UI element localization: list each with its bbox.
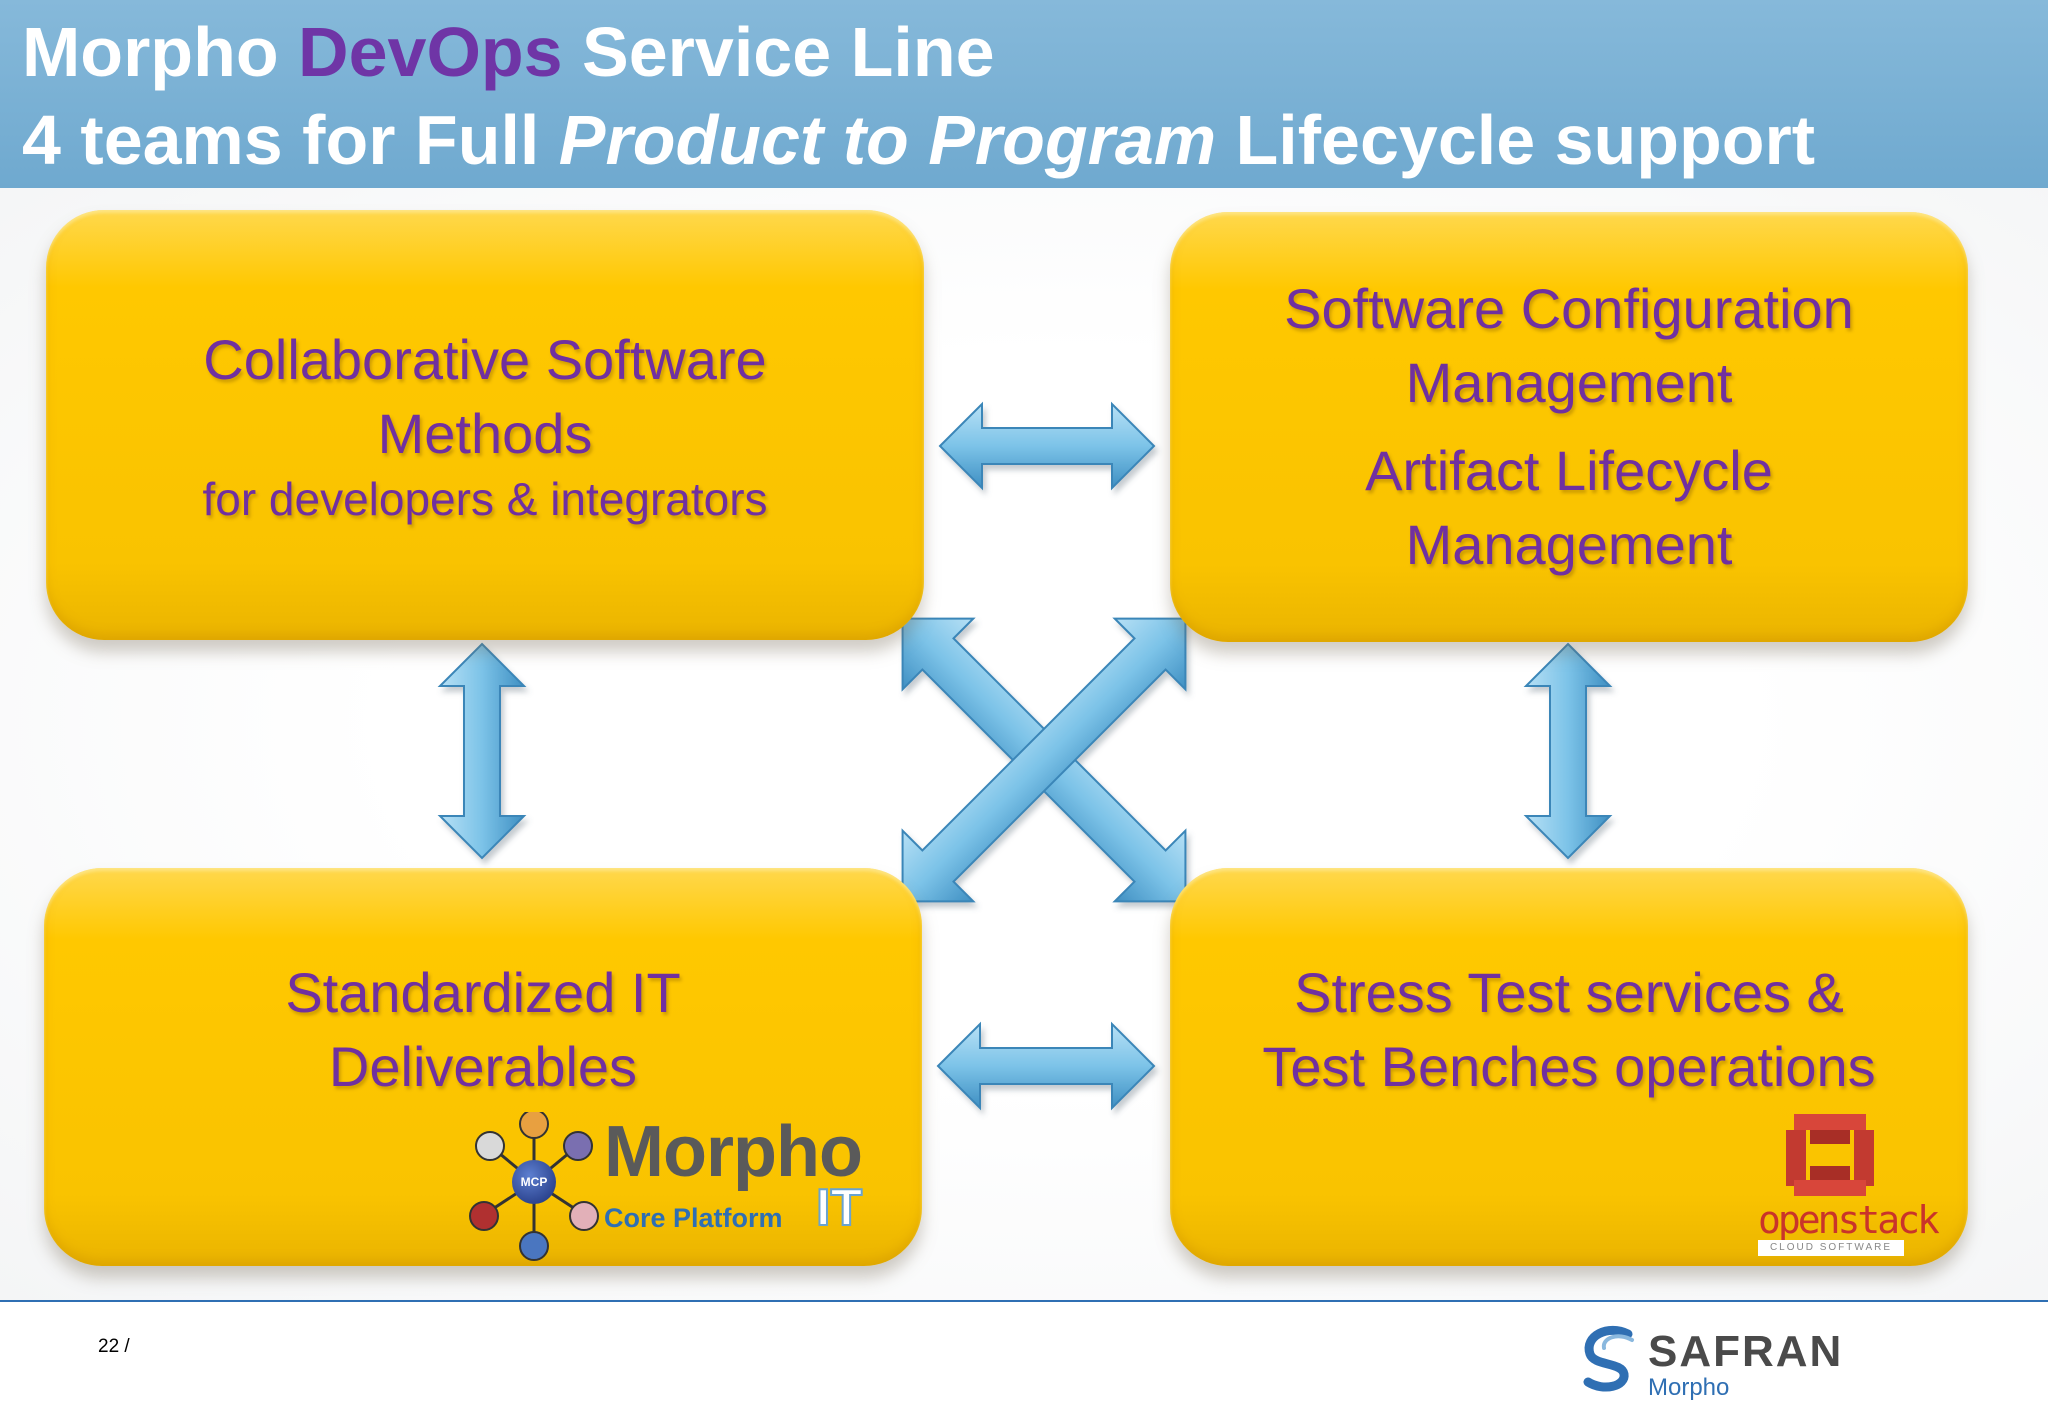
box-standardized-it: Standardized IT Deliverables — [44, 868, 922, 1266]
title-text-part1: Morpho — [22, 13, 299, 91]
box-title-line: Stress Test services & — [1294, 961, 1844, 1024]
safran-wordmark: SAFRAN — [1648, 1327, 1844, 1376]
slide-subtitle: 4 teams for Full Product to Program Life… — [22, 100, 1815, 180]
openstack-logo: openstack CLOUD SOFTWARE — [1750, 1108, 1940, 1258]
box-title-line: Deliverables — [328, 1035, 638, 1098]
openstack-icon — [1786, 1114, 1874, 1196]
box-title-line: Software Configuration — [1284, 277, 1854, 340]
safran-swoosh-icon — [1583, 1325, 1634, 1392]
arrow-bottom-horizontal — [936, 1021, 1156, 1111]
box-title-line: Artifact Lifecycle — [1365, 439, 1773, 502]
box-configuration-management: Software Configuration Management Artifa… — [1170, 212, 1968, 642]
box-title-line: Standardized IT — [285, 961, 681, 1024]
mcp-network-icon — [469, 1112, 599, 1261]
arrow-right-vertical — [1523, 642, 1613, 860]
safran-morpho-logo: SAFRAN Morpho — [1578, 1318, 1878, 1408]
core-platform-label: Core Platform — [604, 1203, 783, 1233]
arrow-top-horizontal — [938, 401, 1156, 491]
box-stress-test-services: Stress Test services & Test Benches oper… — [1170, 868, 1968, 1266]
morpho-core-platform-logo: MCP Morpho IT Core Platform — [468, 1112, 868, 1262]
arrow-diagonal-cross — [901, 617, 1187, 903]
openstack-tagline: CLOUD SOFTWARE — [1758, 1240, 1904, 1256]
footer-divider — [0, 1300, 2048, 1302]
title-bar: Morpho DevOps Service Line 4 teams for F… — [0, 0, 2048, 188]
box-collaborative-methods: Collaborative Software Methods for devel… — [46, 210, 924, 640]
openstack-wordmark: openstack — [1758, 1198, 1940, 1242]
title-accent-devops: DevOps — [298, 13, 563, 91]
subtitle-italic-text: Product to Program — [558, 101, 1217, 179]
safran-morpho-label: Morpho — [1648, 1374, 1730, 1401]
slide-title: Morpho DevOps Service Line — [22, 12, 995, 92]
box-title-line: Methods — [377, 402, 593, 465]
morpho-it-mark: IT — [815, 1179, 863, 1237]
arrow-left-vertical — [437, 642, 527, 860]
subtitle-text-part1: 4 teams for Full — [22, 101, 559, 179]
page-number: 22 / — [98, 1336, 130, 1357]
subtitle-text-part2: Lifecycle support — [1216, 101, 1816, 179]
mcp-center-node: MCP — [512, 1160, 556, 1204]
box-subtitle: for developers & integrators — [202, 473, 768, 525]
mcp-label: MCP — [520, 1175, 548, 1189]
box-title-line: Test Benches operations — [1262, 1035, 1876, 1098]
box-title-line: Collaborative Software — [203, 328, 767, 391]
box-title-line: Management — [1405, 351, 1733, 414]
morpho-wordmark: Morpho — [604, 1112, 863, 1192]
title-text-part2: Service Line — [562, 13, 995, 91]
box-title-line: Management — [1405, 513, 1733, 576]
